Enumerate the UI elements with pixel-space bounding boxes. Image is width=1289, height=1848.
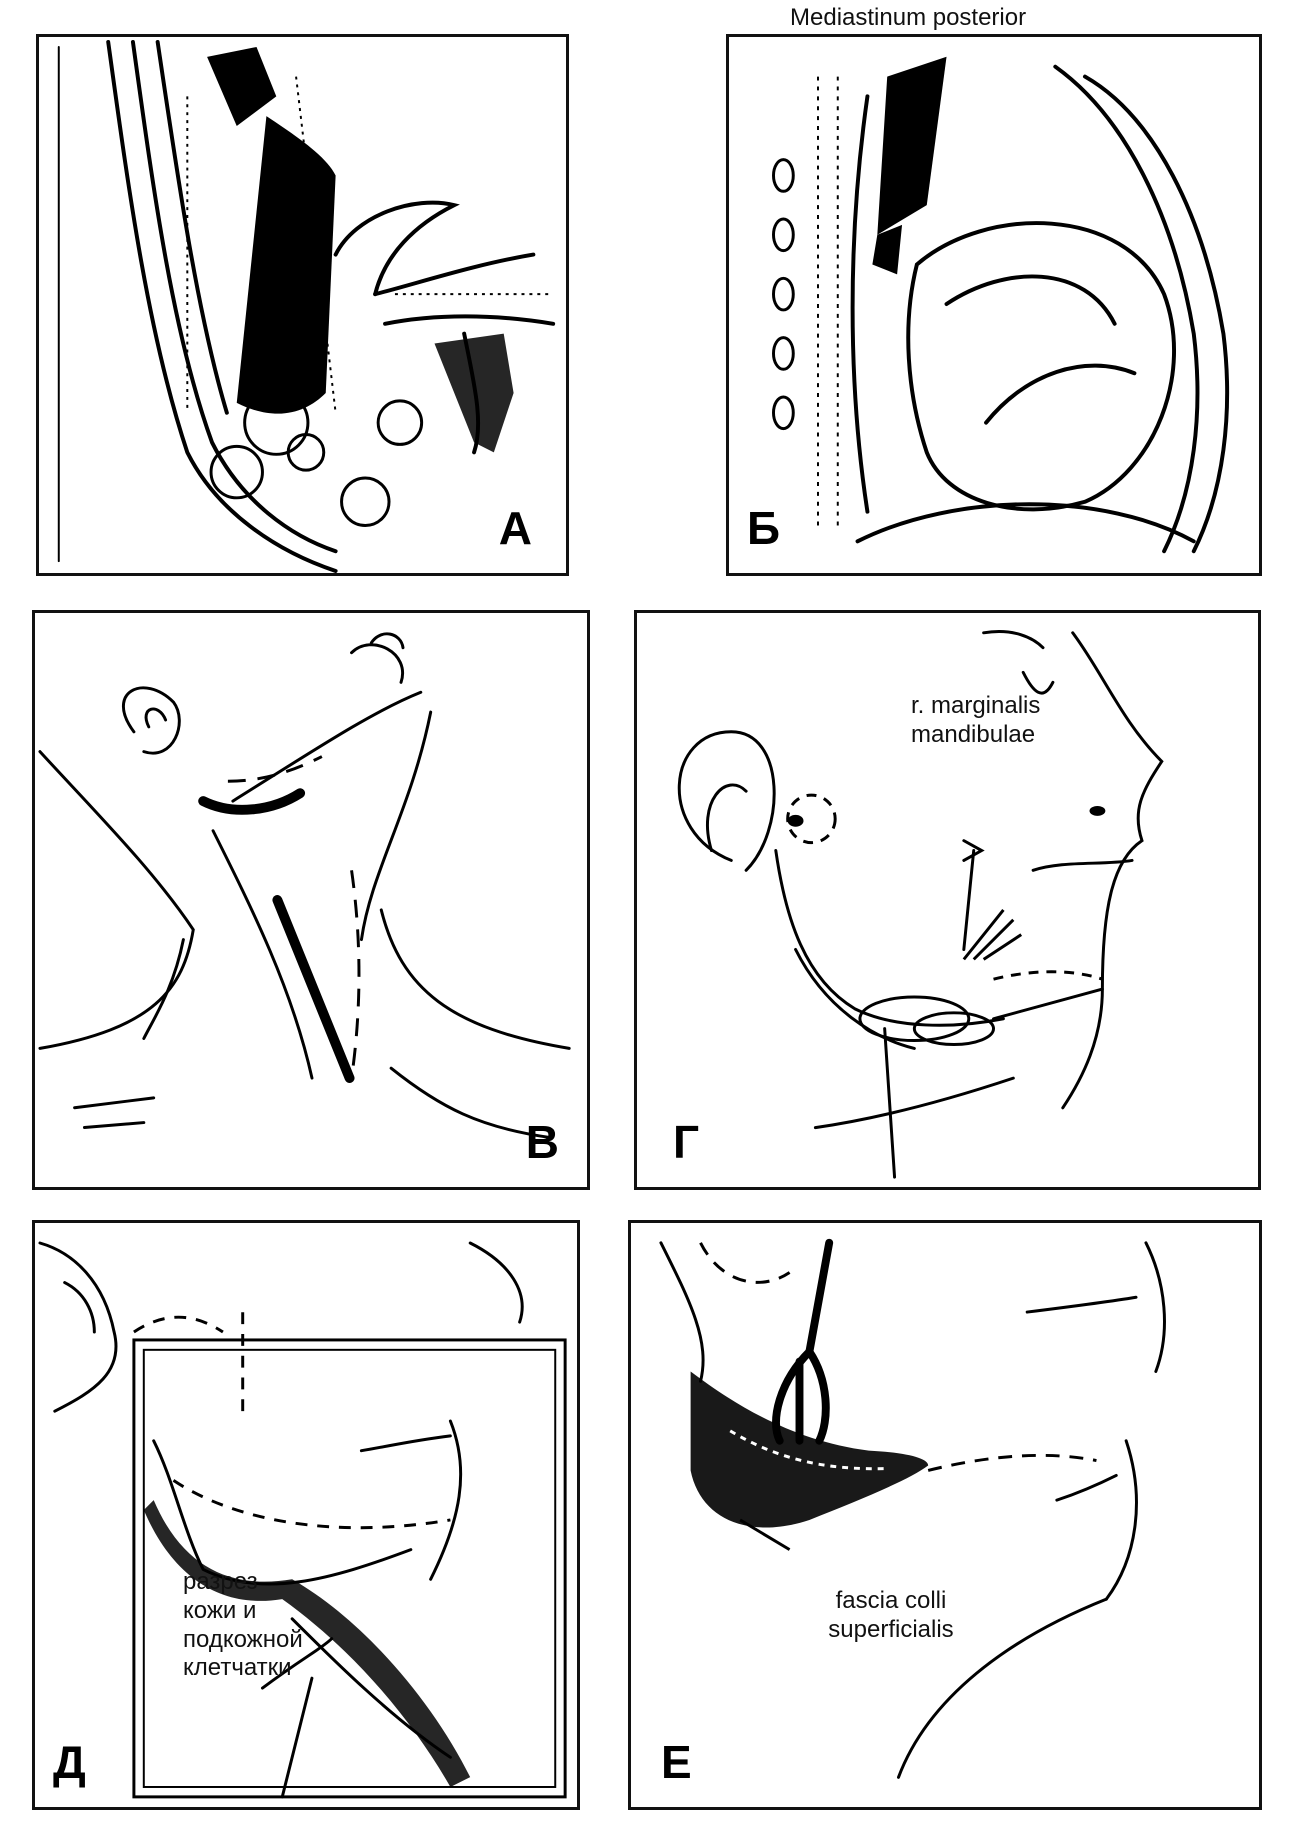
panel-letter-e: Е [661, 1736, 692, 1788]
panel-letter-d: Д [53, 1736, 86, 1788]
mediastinum-posterior-label: Mediastinum posterior [790, 4, 1027, 31]
panel-g: r. marginalis mandibulae Г [634, 610, 1261, 1190]
r-marginalis-mandibulae-label: r. marginalis mandibulae [911, 692, 1041, 748]
panel-a: А [36, 34, 569, 576]
marginal-mandibular-branch-illustration [677, 630, 1164, 1179]
panel-letter-v: В [525, 1116, 559, 1168]
sagittal-section-illustration [57, 40, 556, 573]
neck-incision-illustration [38, 632, 571, 1139]
skin-incision-illustration [38, 1241, 567, 1799]
panel-letter-b: Б [747, 502, 781, 554]
panel-v: В [32, 610, 590, 1190]
panel-d: разрез кожи и подкожной клетчатки Д [32, 1220, 580, 1810]
panel-letter-g: Г [673, 1116, 700, 1168]
fascia-retraction-illustration [659, 1238, 1166, 1779]
skin-incision-label: разрез кожи и подкожной клетчатки [183, 1568, 303, 1682]
panel-letter-a: А [498, 502, 532, 554]
fascia-colli-superficialis-label: fascia colli superficialis [828, 1587, 954, 1643]
panel-b: Б [726, 34, 1262, 576]
panel-e: fascia colli superficialis Е [628, 1220, 1262, 1810]
mediastinum-section-illustration [772, 56, 1230, 554]
